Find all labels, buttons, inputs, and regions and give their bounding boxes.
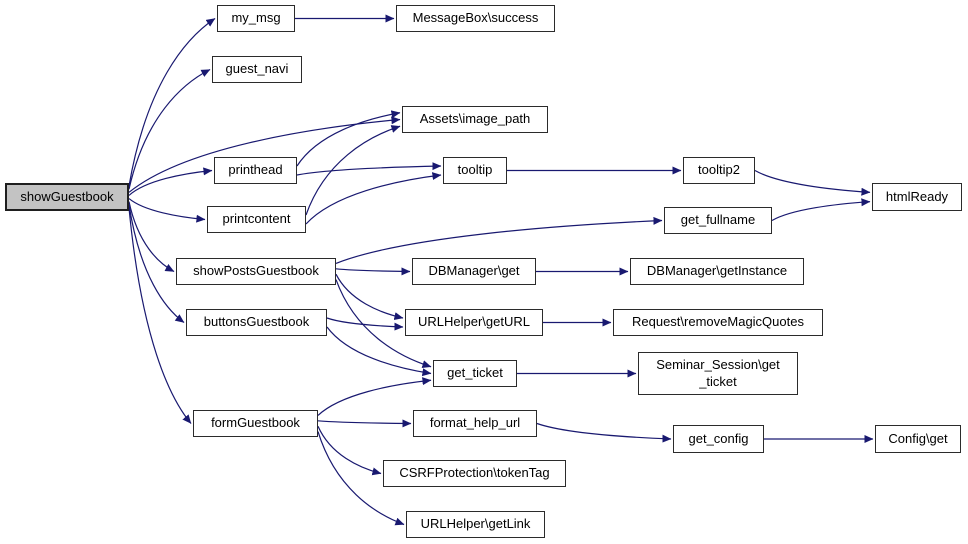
edge-buttonsguestbook-to-get_ticket	[326, 326, 432, 377]
node-buttons-guestbook[interactable]: buttonsGuestbook	[186, 309, 327, 336]
node-htmlready[interactable]: htmlReady	[872, 183, 962, 211]
edge-tooltip2-to-htmlready	[754, 169, 871, 196]
node-dbmanager-get[interactable]: DBManager\get	[412, 258, 536, 285]
edge-get_fullname-to-htmlready	[771, 198, 871, 222]
node-get-fullname[interactable]: get_fullname	[664, 207, 772, 234]
edge-formguestbook-to-get_ticket	[317, 377, 432, 416]
edge-showGuestbook-to-printcontent	[128, 198, 206, 223]
edge-showGuestbook-to-my_msg	[128, 18, 216, 187]
edge-printhead-to-tooltip	[296, 162, 442, 176]
edge-formguestbook-to-urlhelper_getlink	[317, 431, 405, 526]
node-assets-image-path[interactable]: Assets\image_path	[402, 106, 548, 133]
node-get-ticket[interactable]: get_ticket	[433, 360, 517, 387]
node-my-msg[interactable]: my_msg	[217, 5, 295, 32]
edge-format_help_url-to-get_config	[536, 422, 672, 443]
node-show-guestbook: showGuestbook	[5, 183, 129, 211]
edge-showGuestbook-to-printhead	[128, 167, 213, 196]
node-printcontent[interactable]: printcontent	[207, 206, 306, 233]
node-urlhelper-getlink[interactable]: URLHelper\getLink	[406, 511, 545, 538]
node-show-posts-guestbook[interactable]: showPostsGuestbook	[176, 258, 336, 285]
edge-buttonsguestbook-to-urlhelper_geturl	[326, 317, 404, 331]
node-request-removemagicquotes[interactable]: Request\removeMagicQuotes	[613, 309, 823, 336]
edge-showGuestbook-to-showpostsguestbook	[128, 201, 175, 273]
edge-showpostsguestbook-to-urlhelper_geturl	[335, 273, 404, 321]
edge-printhead-to-assets_image_path	[296, 110, 401, 167]
edge-printcontent-to-assets_image_path	[305, 125, 401, 216]
node-printhead[interactable]: printhead	[214, 157, 297, 184]
node-tooltip2[interactable]: tooltip2	[683, 157, 755, 184]
edge-showGuestbook-to-guest_navi	[128, 68, 211, 190]
edge-formguestbook-to-csrfprotection_tokentag	[317, 425, 382, 476]
node-csrfprotection-tokentag[interactable]: CSRFProtection\tokenTag	[383, 460, 566, 487]
edge-showpostsguestbook-to-get_fullname	[335, 216, 663, 264]
node-get-config[interactable]: get_config	[673, 425, 764, 453]
edge-showGuestbook-to-assets_image_path	[128, 116, 401, 193]
node-dbmanager-getinstance[interactable]: DBManager\getInstance	[630, 258, 804, 285]
edge-showGuestbook-to-formguestbook	[128, 207, 192, 424]
node-seminar-session-get-ticket[interactable]: Seminar_Session\get _ticket	[638, 352, 798, 395]
node-config-get[interactable]: Config\get	[875, 425, 961, 453]
edge-showpostsguestbook-to-dbmanager_get	[335, 267, 411, 276]
edge-printcontent-to-tooltip	[305, 172, 442, 225]
node-format-help-url[interactable]: format_help_url	[413, 410, 537, 437]
node-form-guestbook[interactable]: formGuestbook	[193, 410, 318, 437]
node-messagebox-success[interactable]: MessageBox\success	[396, 5, 555, 32]
edge-formguestbook-to-format_help_url	[317, 419, 412, 428]
edge-showpostsguestbook-to-get_ticket	[335, 279, 432, 368]
edge-showGuestbook-to-buttonsguestbook	[128, 204, 185, 323]
node-guest-navi[interactable]: guest_navi	[212, 56, 302, 83]
node-tooltip[interactable]: tooltip	[443, 157, 507, 184]
node-urlhelper-geturl[interactable]: URLHelper\getURL	[405, 309, 543, 336]
